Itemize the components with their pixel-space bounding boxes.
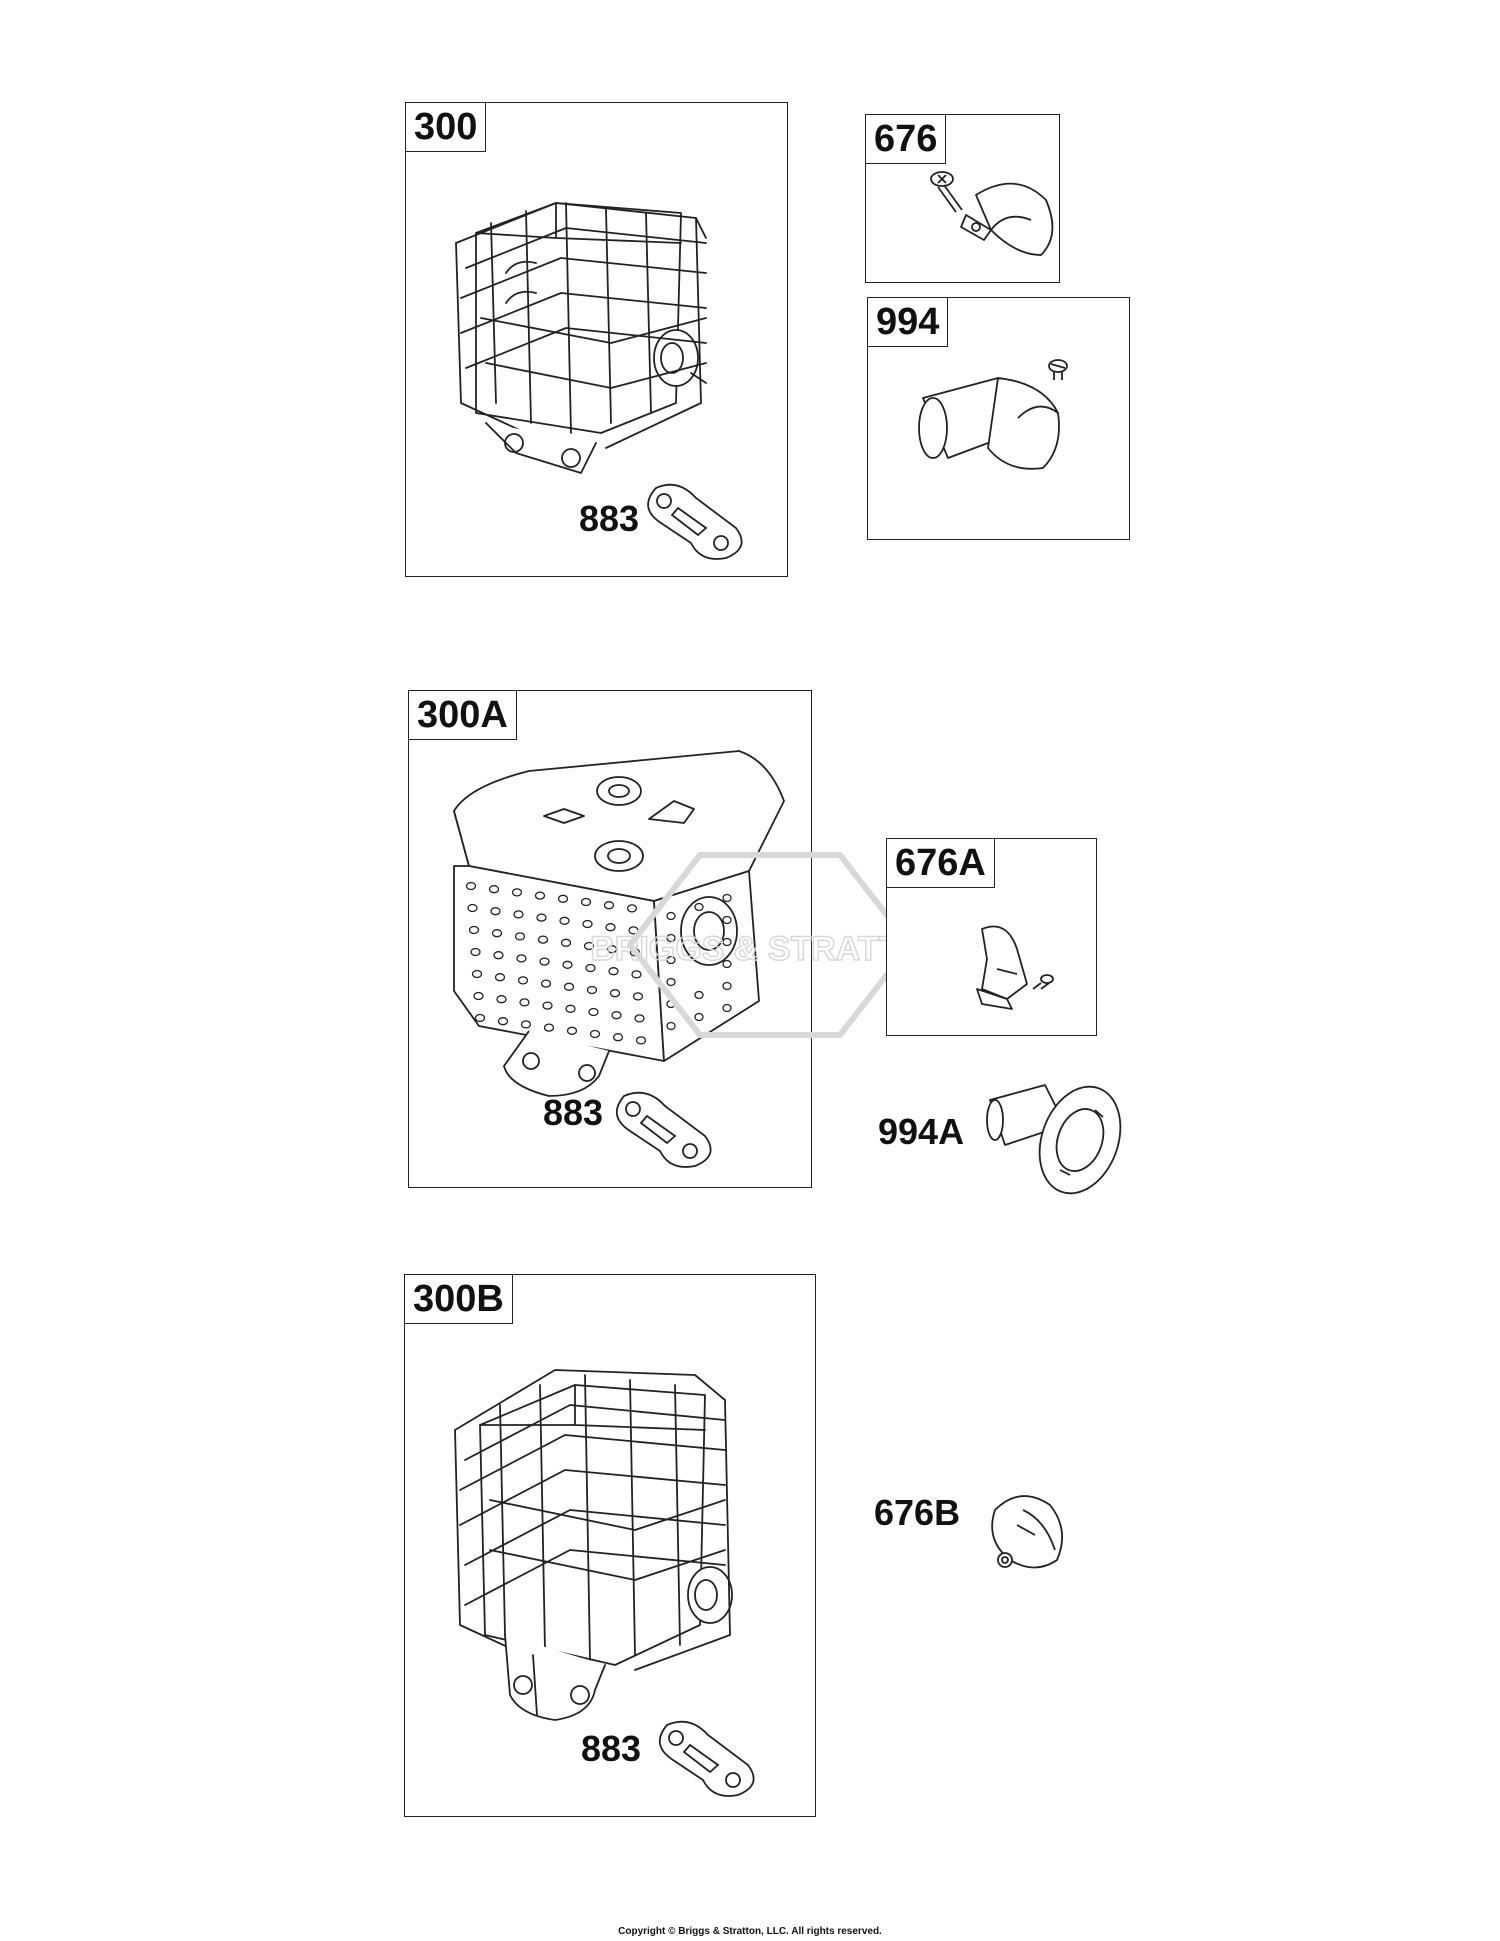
callout-883-c: 883	[581, 1728, 642, 1769]
cap-676b-drawing	[975, 1480, 1075, 1580]
muffler-300-drawing	[406, 103, 789, 578]
panel-676a: 676A	[886, 838, 1097, 1036]
part-number-300a: 300A	[409, 691, 517, 740]
muffler-300b-drawing	[405, 1275, 817, 1818]
part-number-994: 994	[868, 298, 949, 347]
copyright-footer: Copyright © Briggs & Stratton, LLC. All …	[618, 1926, 882, 1937]
panel-300: 300	[405, 102, 788, 577]
part-number-676a: 676A	[887, 839, 995, 888]
arrestor-994a-drawing	[975, 1075, 1125, 1205]
callout-676b: 676B	[874, 1492, 961, 1533]
part-number-676: 676	[866, 115, 947, 164]
arrestor-994-drawing	[868, 298, 1131, 541]
panel-994: 994	[867, 297, 1130, 540]
panel-676: 676	[865, 114, 1060, 283]
callout-994a: 994A	[878, 1111, 965, 1152]
clip-676a-drawing	[887, 839, 1098, 1037]
panel-300b: 300B	[404, 1274, 816, 1817]
callout-883-a: 883	[579, 498, 640, 539]
part-number-300: 300	[406, 103, 487, 152]
callout-883-b: 883	[543, 1092, 604, 1133]
clamp-676-drawing	[866, 115, 1061, 284]
part-number-300b: 300B	[405, 1275, 513, 1324]
